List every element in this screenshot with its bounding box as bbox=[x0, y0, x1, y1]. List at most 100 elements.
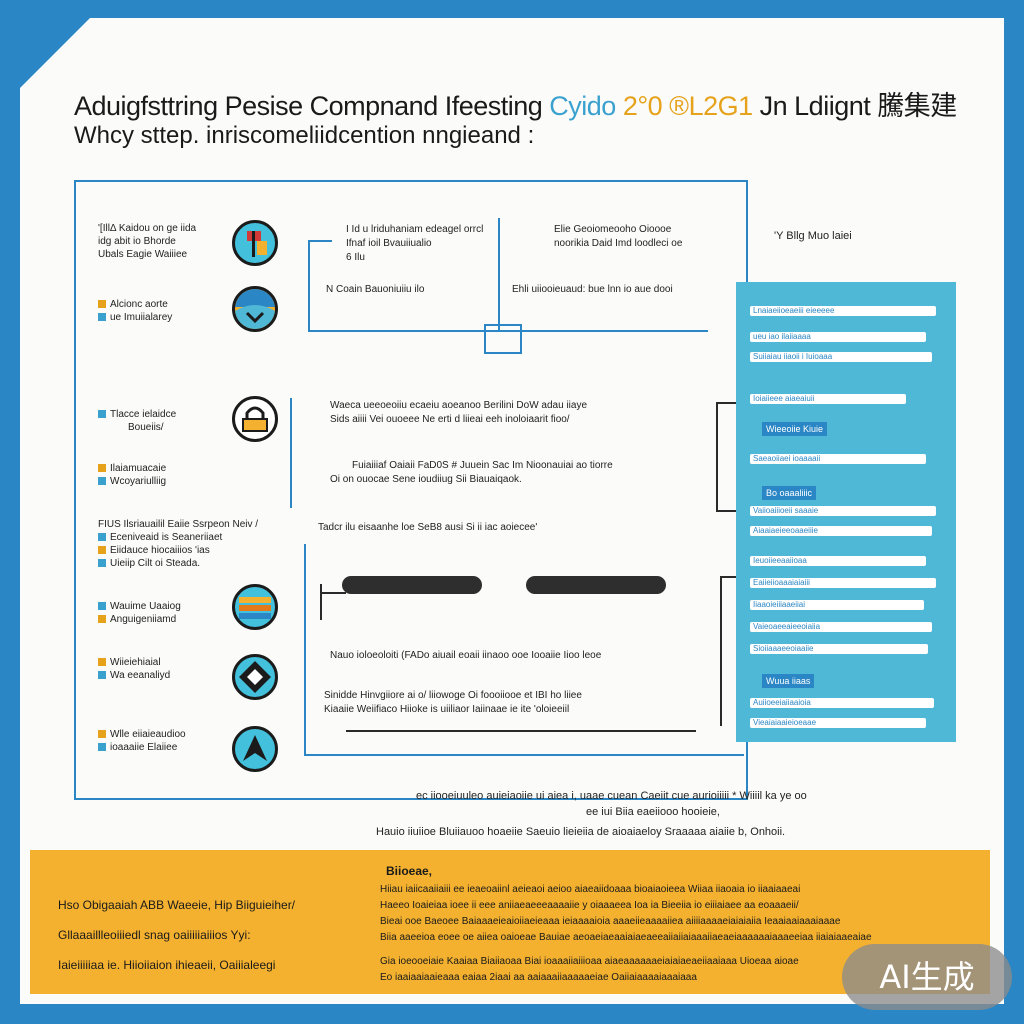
summary-line: Haeeo Ioaieiaa ioee ii eee aniiaeaeeeaaa… bbox=[380, 900, 799, 911]
list-item: Wauime Uaaiog Anguigeniiamd bbox=[98, 600, 181, 626]
page-subtitle: Whcy sttep. inriscomeliidcention nngiean… bbox=[74, 122, 535, 149]
panel-row: Lnaiaeiioeaeiii eieeeee bbox=[750, 306, 936, 316]
list-item: Alcionc aorte ue Imuiialarey bbox=[98, 298, 172, 324]
panel-row: Saeaoiiaei ioaaaaii bbox=[750, 454, 926, 464]
connector-line bbox=[308, 240, 310, 332]
note-text: Sids aiiii Vei ouoeee Ne erti d liieai e… bbox=[330, 414, 570, 425]
bullet-icon bbox=[98, 313, 106, 322]
lock-icon bbox=[232, 396, 278, 442]
panel-row: Iiaaoieiiiaaeiiai bbox=[750, 600, 924, 610]
summary-heading: Biioeae, bbox=[386, 864, 433, 878]
note-text: N Coain Bauoniuiiu ilo bbox=[326, 284, 425, 295]
note-text: Oi on ouocae Sene ioudiiug Sii Biauaiqao… bbox=[330, 474, 522, 485]
footnote: ec iiooeiuuleo auieiaoiie ui aiea i, uaa… bbox=[416, 790, 807, 802]
summary-line: Hiiau iaiicaaiiaiii ee ieaeoaiinl aeieao… bbox=[380, 884, 801, 895]
panel-caption: 'Y Bllg Muo laiei bbox=[774, 230, 852, 242]
ai-generated-badge: AI生成 bbox=[842, 944, 1012, 1010]
bullet-icon bbox=[98, 410, 106, 419]
panel-label: Wieeoiie Kiuie bbox=[762, 422, 828, 436]
connector-line bbox=[304, 754, 744, 756]
panel-row: Vaieoaeeaieeoiaiia bbox=[750, 622, 932, 632]
summary-line: Biia aaeeioa eoee oe aiiea oaioeae Bauia… bbox=[380, 932, 872, 943]
note-text: Kiaaiie Weiifiaco Hiioke is uiiliaor Iai… bbox=[324, 704, 570, 715]
note-text: noorikia Daid Imd loodleci oe bbox=[554, 238, 683, 249]
panel-row: Aiaaiaeieeoaaeiiie bbox=[750, 526, 932, 536]
landscape-icon bbox=[232, 286, 278, 332]
list-item: Wiieiehiaial Wa eeanaliyd bbox=[98, 656, 170, 682]
summary-left-line: Hso Obigaaiah ABB Waeeie, Hip Biiguieihe… bbox=[58, 898, 296, 912]
panel-label: Wuua iiaas bbox=[762, 674, 815, 688]
panel-row: Suiiaiau iiaoii i Iuioaaa bbox=[750, 352, 932, 362]
note-text: Tadcr ilu eisaanhe loe SeB8 ausi Si ii i… bbox=[318, 522, 538, 533]
panel-row: Ioiaiieee aiaeaiuii bbox=[750, 394, 906, 404]
summary-left-line: Iaieiiiiiaa ie. Hiioiiaion ihieaeii, Oai… bbox=[58, 958, 276, 972]
junction-box bbox=[484, 324, 522, 354]
summary-line: Gia ioeooeiaie Kaaiaa Biaiiaoaa Biai ioa… bbox=[380, 956, 799, 967]
connector-pill bbox=[342, 576, 482, 594]
connector-line bbox=[290, 398, 292, 508]
title-accent-b: 2°0 ®L2G1 bbox=[622, 91, 753, 121]
panel-row: Vieaiaiaaieioeaae bbox=[750, 718, 926, 728]
bullet-icon bbox=[98, 533, 106, 542]
list-item: Tlacce ielaidce Boueiis/ bbox=[98, 408, 176, 434]
bullet-icon bbox=[98, 615, 106, 624]
diamond-icon bbox=[232, 654, 278, 700]
list-item: Wlle eiiaieaudioo ioaaaiie Elaiiee bbox=[98, 728, 186, 754]
bracket-line bbox=[716, 402, 718, 512]
panel-label: Bo oaaaliiic bbox=[762, 486, 817, 500]
bracket-line bbox=[320, 592, 346, 594]
summary-left-line: Gllaaaillleoiiiedl snag oaiiiiiaiiios Yy… bbox=[58, 928, 251, 942]
panel-row: Vaiioaiiioeii saaaie bbox=[750, 506, 936, 516]
bullet-icon bbox=[98, 546, 106, 555]
footnote: ee iui Biia eaeiiooo hooieie, bbox=[586, 806, 720, 818]
panel-row: Auiioeeiaiiaaioia bbox=[750, 698, 934, 708]
bullet-icon bbox=[98, 743, 106, 752]
corner-decoration bbox=[20, 18, 90, 88]
connector-line bbox=[308, 240, 332, 242]
note-text: Ehli uiiooieuaud: bue lnn io aue dooi bbox=[512, 284, 673, 295]
bracket-line bbox=[320, 584, 322, 620]
title-accent-a: Cyido bbox=[549, 91, 616, 121]
bracket-line bbox=[720, 576, 738, 578]
panel-row: ueu iao ilaiiaaaa bbox=[750, 332, 926, 342]
connector-line bbox=[308, 330, 708, 332]
bullet-icon bbox=[98, 464, 106, 473]
footnote: Hauio iiuiioe Bluiiauoo hoaeiie Saeuio l… bbox=[376, 826, 786, 838]
bracket-line bbox=[346, 730, 696, 732]
connector-line bbox=[304, 544, 306, 754]
bullet-icon bbox=[98, 300, 106, 309]
panel-row: Sioiiaaaeeoiaaiie bbox=[750, 644, 928, 654]
note-text: Fuiaiiiaf Oaiaii FaD0S # Juuein Sac Im N… bbox=[352, 460, 613, 471]
bullet-icon bbox=[98, 602, 106, 611]
note-text: Nauo ioloeoloiti (FADo aiuail eoaii iina… bbox=[330, 650, 602, 661]
flag-icon bbox=[232, 220, 278, 266]
note-text: 6 Ilu bbox=[346, 252, 365, 263]
title-tail: Jn Ldiignt 騰集建 bbox=[759, 91, 958, 121]
arrow-icon bbox=[232, 726, 278, 772]
note-text: Elie Geoiomeooho Oioooe bbox=[554, 224, 672, 235]
connector-line bbox=[498, 218, 500, 330]
note-text: Ifnaf ioil Bvauiiualio bbox=[346, 238, 432, 249]
bullet-icon bbox=[98, 730, 106, 739]
summary-section: Hso Obigaaiah ABB Waeeie, Hip Biiguieihe… bbox=[30, 850, 990, 994]
summary-line: Bieai ooe Baeoee Baiaaaeieaioiiaeieaaa i… bbox=[380, 916, 841, 927]
bullet-icon bbox=[98, 671, 106, 680]
panel-row: Eaiieiioaaaiaiaiii bbox=[750, 578, 936, 588]
page-title: Aduigfsttring Pesise Compnand Ifeesting … bbox=[74, 84, 994, 123]
info-panel: Lnaiaeiioeaeiii eieeeee ueu iao ilaiiaaa… bbox=[736, 282, 956, 742]
list-item: FIUS Ilsriauailil Eaiie Ssrpeon Neiv / E… bbox=[98, 519, 259, 569]
bracket-line bbox=[716, 402, 738, 404]
bullet-icon bbox=[98, 559, 106, 568]
bracket-line bbox=[720, 576, 722, 726]
note-text: Sinidde Hinvgiiore ai o/ liiowoge Oi foo… bbox=[324, 690, 582, 701]
connector-pill bbox=[526, 576, 666, 594]
layers-icon bbox=[232, 584, 278, 630]
note-text: I Id u lriduhaniam edeagel orrcl bbox=[346, 224, 484, 235]
panel-row: Ieuoiieeaaiioaa bbox=[750, 556, 926, 566]
list-item: Ilaiamuacaie Wcoyariulliig bbox=[98, 462, 166, 488]
summary-line: Eo iaaiaaiaaieaaa eaiaa 2iaai aa aaiaaai… bbox=[380, 972, 697, 983]
bracket-line bbox=[716, 510, 738, 512]
note-text: Waeca ueeoeoiiu ecaeiu aoeanoo Berilini … bbox=[330, 400, 588, 411]
poster-frame: Aduigfsttring Pesise Compnand Ifeesting … bbox=[20, 18, 1004, 1004]
